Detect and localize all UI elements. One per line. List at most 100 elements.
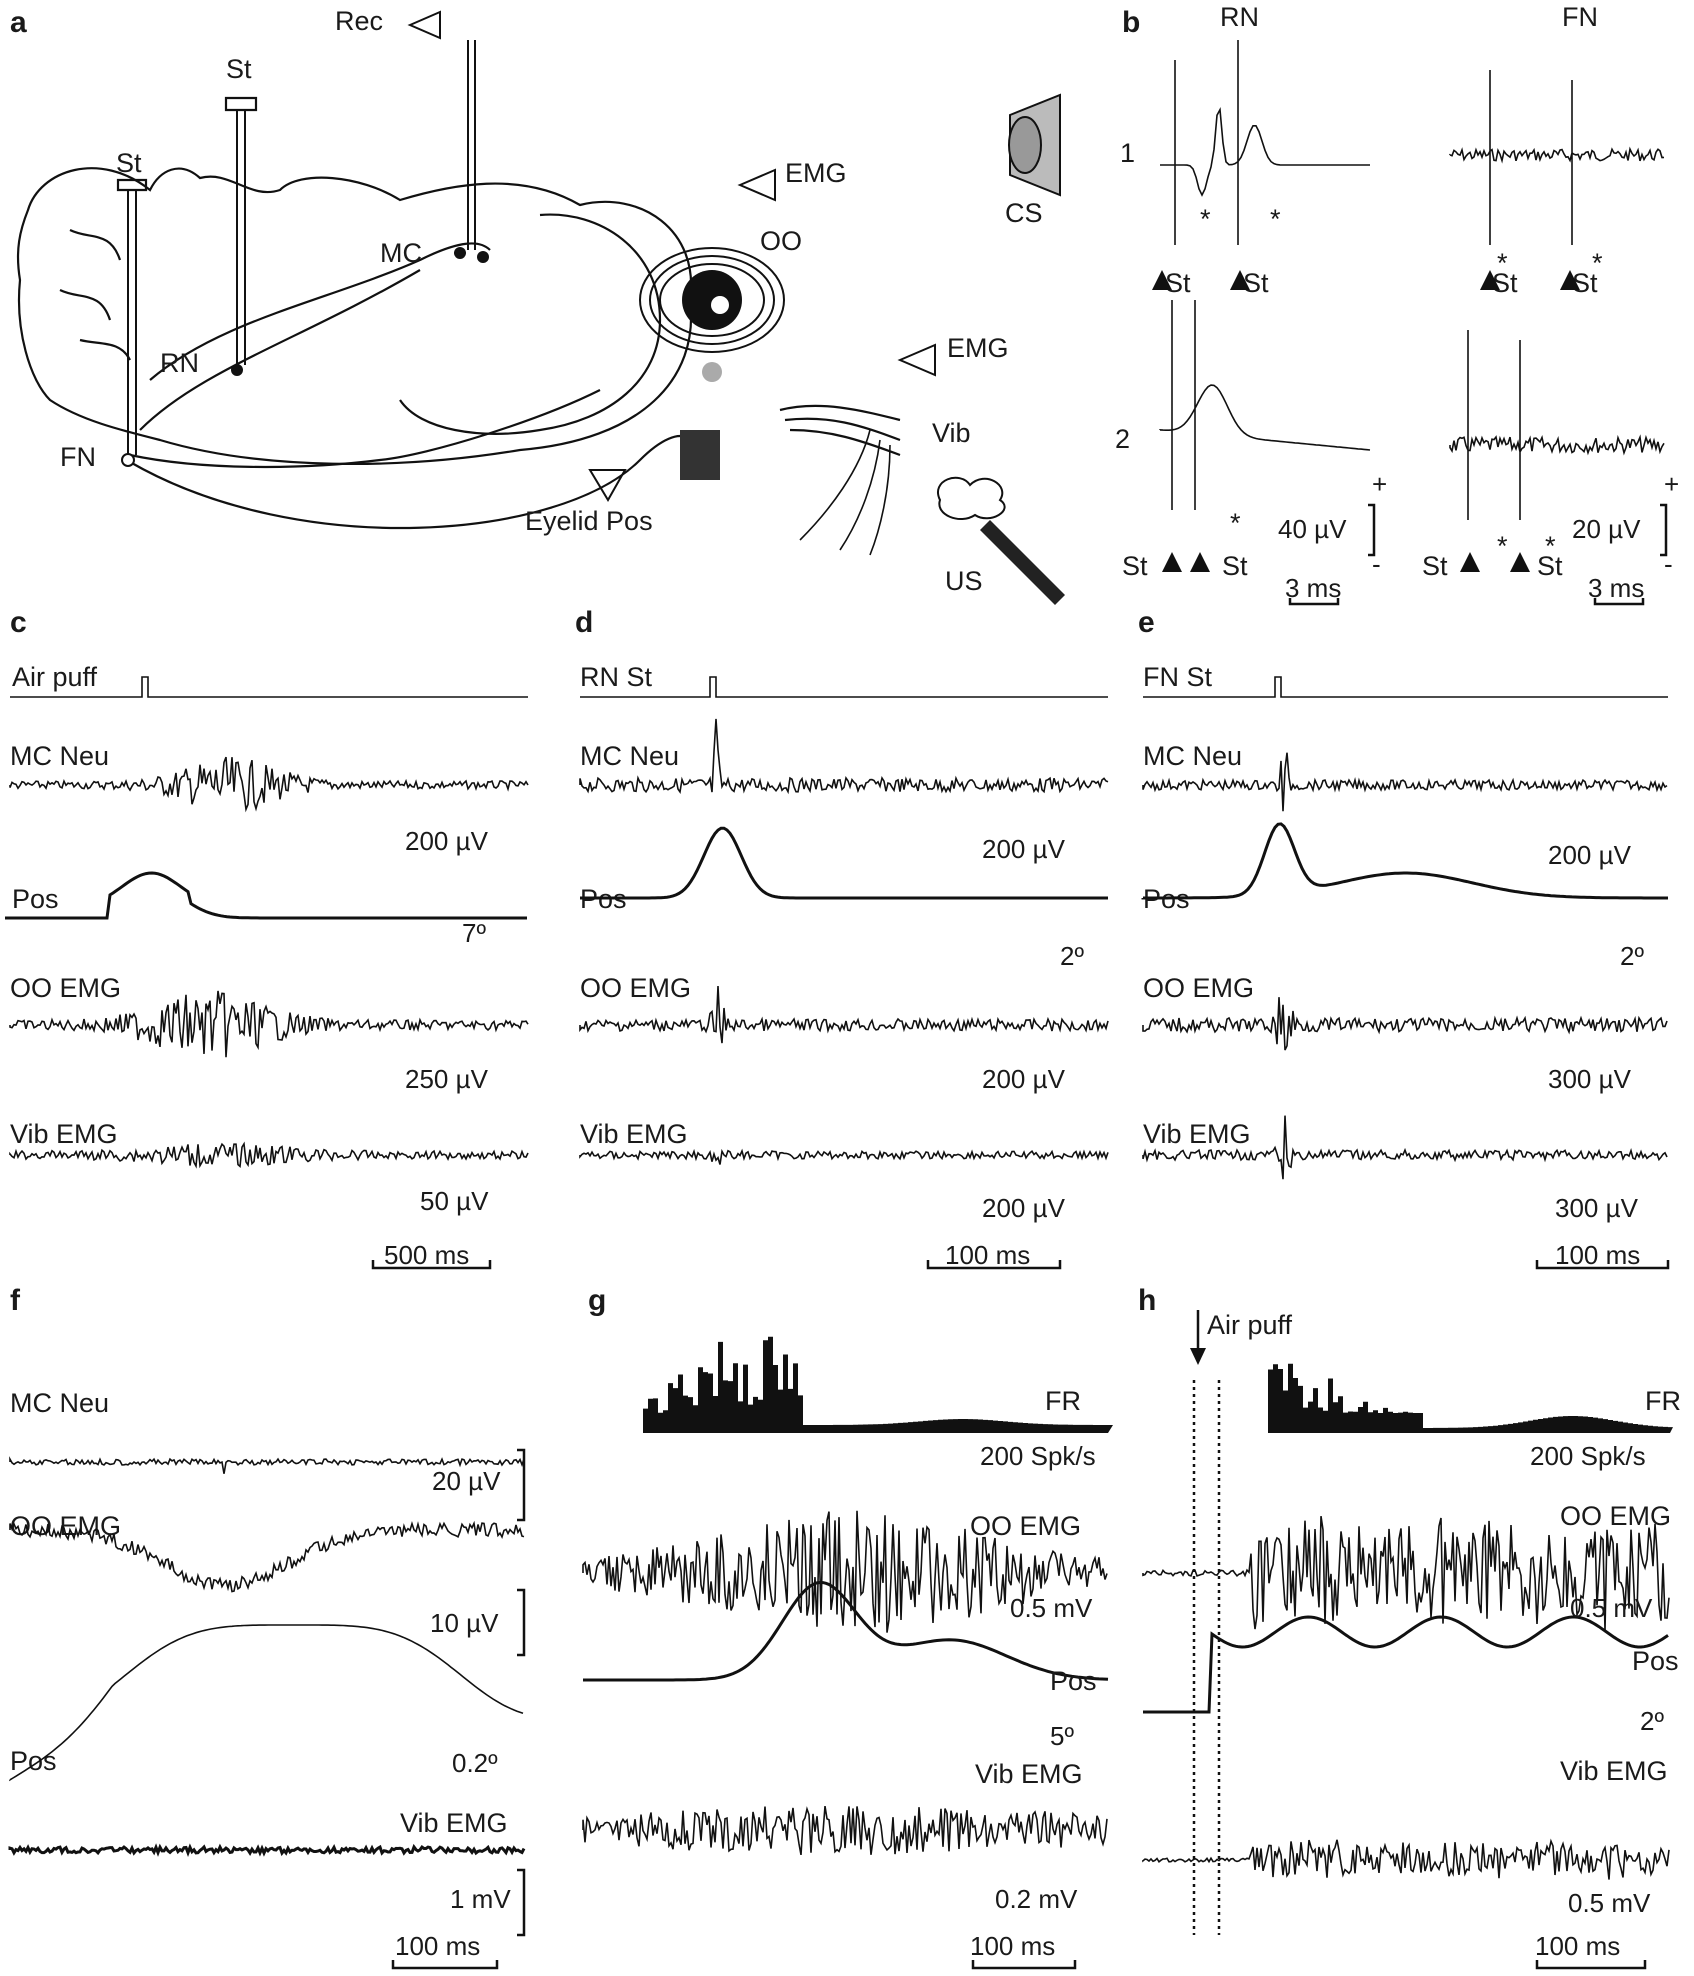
c-pos-trace — [5, 871, 527, 920]
b-row-2: 2 — [1115, 424, 1130, 454]
cerebellum-outline — [399, 213, 662, 435]
d-mc-label: MC Neu — [580, 741, 679, 771]
c-vib-trace — [9, 1141, 529, 1169]
b-st-1: St — [1165, 268, 1191, 298]
e-oo-trace — [1142, 997, 1668, 1051]
b-star-3: * — [1497, 248, 1508, 278]
e-pos-trace — [1141, 822, 1668, 900]
c-pos-label: Pos — [12, 884, 59, 914]
g-time: 100 ms — [970, 1931, 1055, 1961]
brain-outline — [16, 167, 693, 466]
d-scale-pos: 2º — [1060, 941, 1084, 971]
cortex-fold — [59, 229, 131, 361]
air-puff-icon — [937, 476, 1006, 520]
f-mc-label: MC Neu — [10, 1388, 109, 1418]
e-vib-label: Vib EMG — [1143, 1119, 1251, 1149]
rn-neuron — [231, 364, 243, 376]
h-scale-oo: 0.5 mV — [1570, 1593, 1653, 1623]
g-oo-label: OO EMG — [970, 1511, 1081, 1541]
h-scale-fr: 200 Spk/s — [1530, 1441, 1646, 1471]
fr-bars — [1143, 1363, 1673, 1433]
g-fr-histogram — [583, 1336, 1113, 1433]
h-scale-pos: 2º — [1640, 1706, 1664, 1736]
g-scale-fr: 200 Spk/s — [980, 1441, 1096, 1471]
e-scale-oo: 300 µV — [1548, 1064, 1632, 1094]
c-stim-label: Air puff — [12, 662, 98, 692]
brainstem-path — [139, 242, 491, 431]
e-scale-pos: 2º — [1620, 941, 1644, 971]
c-scale-vib: 50 µV — [420, 1186, 489, 1216]
b-plus-rn: + — [1372, 469, 1387, 499]
panel-a-letter: a — [10, 6, 27, 39]
b-trace-rn-2 — [1159, 300, 1371, 510]
h-oo-trace — [1142, 1515, 1670, 1632]
f-time: 100 ms — [395, 1931, 480, 1961]
b-star-1: * — [1200, 204, 1211, 234]
panel-h: h Air puff FR 200 Spk/s OO EMG 0.5 mV Po… — [1138, 1284, 1681, 1970]
label-mc: MC — [380, 238, 422, 268]
c-vib-label: Vib EMG — [10, 1119, 118, 1149]
panel-f-letter: f — [10, 1284, 21, 1317]
projection-path — [129, 435, 691, 530]
h-pos-trace — [1143, 1615, 1669, 1714]
c-scale-pos: 7º — [462, 918, 486, 948]
b-title-fn: FN — [1562, 2, 1598, 32]
panel-e: e FN St MC Neu Pos OO EMG Vib EMG 200 µV… — [1138, 606, 1670, 1270]
g-scale-pos: 5º — [1050, 1721, 1074, 1751]
label-emg-vib: EMG — [947, 333, 1009, 363]
magnet-icon — [702, 362, 722, 382]
label-st-fn: St — [116, 148, 142, 178]
c-mc-label: MC Neu — [10, 741, 109, 771]
fr-bars — [583, 1336, 1113, 1433]
e-vib-trace — [1142, 1115, 1668, 1180]
d-stim-trace — [580, 676, 1108, 698]
b-time-rn: 3 ms — [1285, 573, 1341, 603]
b-star-2: * — [1270, 204, 1281, 234]
h-vib-trace — [1142, 1838, 1670, 1880]
b-timebar-rn — [1288, 598, 1340, 606]
h-vib-label: Vib EMG — [1560, 1756, 1668, 1786]
g-timebar — [971, 1960, 1077, 1970]
panel-d-letter: d — [575, 606, 593, 639]
b-arrow-4 — [1560, 270, 1580, 290]
label-emg-oo: EMG — [785, 158, 847, 188]
b-scalebar-fn — [1660, 503, 1668, 557]
c-scale-oo: 250 µV — [405, 1064, 489, 1094]
d-time: 100 ms — [945, 1240, 1030, 1270]
panel-b-letter: b — [1122, 6, 1140, 39]
h-fr-label: FR — [1645, 1386, 1681, 1416]
b-scale-fn: 20 µV — [1572, 514, 1641, 544]
mc-neuron-2 — [477, 251, 489, 263]
d-scale-vib: 200 µV — [982, 1193, 1066, 1223]
h-pos-label: Pos — [1632, 1646, 1679, 1676]
panel-c: c Air puff MC Neu Pos OO EMG Vib EMG 200… — [5, 606, 529, 1270]
st-electrode-rn — [224, 96, 258, 365]
st-electrode-fn — [116, 178, 148, 455]
f-vib-trace — [8, 1843, 526, 1857]
b-timebar-fn — [1593, 598, 1645, 606]
rec-electrode — [407, 10, 476, 250]
f-scalebar-vib — [517, 1868, 526, 1937]
panel-c-letter: c — [10, 606, 27, 639]
g-pos-label: Pos — [1050, 1666, 1097, 1696]
label-us: US — [945, 566, 983, 596]
e-time: 100 ms — [1555, 1240, 1640, 1270]
c-mc-trace — [9, 756, 529, 813]
d-oo-label: OO EMG — [580, 973, 691, 1003]
b-trace-rn-1 — [1160, 40, 1370, 245]
c-timebar — [371, 1260, 492, 1270]
h-scale-vib: 0.5 mV — [1568, 1888, 1651, 1918]
e-mc-trace — [1142, 752, 1668, 812]
b-star-5: * — [1230, 508, 1241, 538]
eyelid-amplifier-icon — [588, 469, 627, 502]
d-mc-trace — [579, 718, 1109, 795]
h-oo-label: OO EMG — [1560, 1501, 1671, 1531]
b-arrow-3 — [1480, 270, 1500, 290]
g-vib-trace — [582, 1805, 1108, 1856]
b-star-7: * — [1545, 531, 1556, 561]
panel-f: f MC Neu OO EMG Pos Vib EMG 20 µV 10 µV … — [8, 1284, 526, 1970]
panel-d: d RN St MC Neu Pos OO EMG Vib EMG 200 µV… — [575, 606, 1109, 1270]
b-arrow-6 — [1190, 552, 1210, 572]
d-scale-mc: 200 µV — [982, 834, 1066, 864]
